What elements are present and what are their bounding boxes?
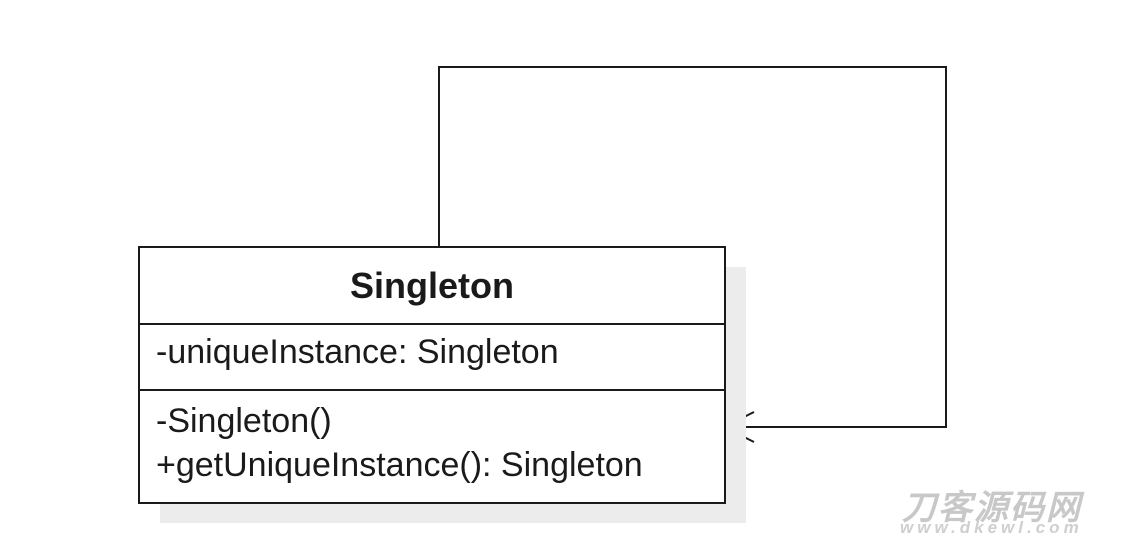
class-attributes-compartment: -uniqueInstance: Singleton: [140, 325, 724, 391]
watermark-url: www.dkewl.com: [900, 518, 1083, 537]
method-get-unique-instance: +getUniqueInstance(): Singleton: [156, 446, 643, 484]
watermark-title: 刀客源码网: [902, 489, 1082, 527]
class-name-label: Singleton: [350, 264, 514, 306]
attribute-unique-instance: -uniqueInstance: Singleton: [156, 333, 559, 371]
self-association-line: [438, 66, 947, 428]
watermark: 刀客源码网 www.dkewl.com: [896, 478, 1116, 538]
method-constructor: -Singleton(): [156, 402, 332, 440]
class-box-singleton[interactable]: Singleton -uniqueInstance: Singleton -Si…: [138, 246, 726, 504]
class-name: Singleton: [140, 248, 724, 325]
class-methods-compartment: -Singleton() +getUniqueInstance(): Singl…: [140, 391, 724, 487]
